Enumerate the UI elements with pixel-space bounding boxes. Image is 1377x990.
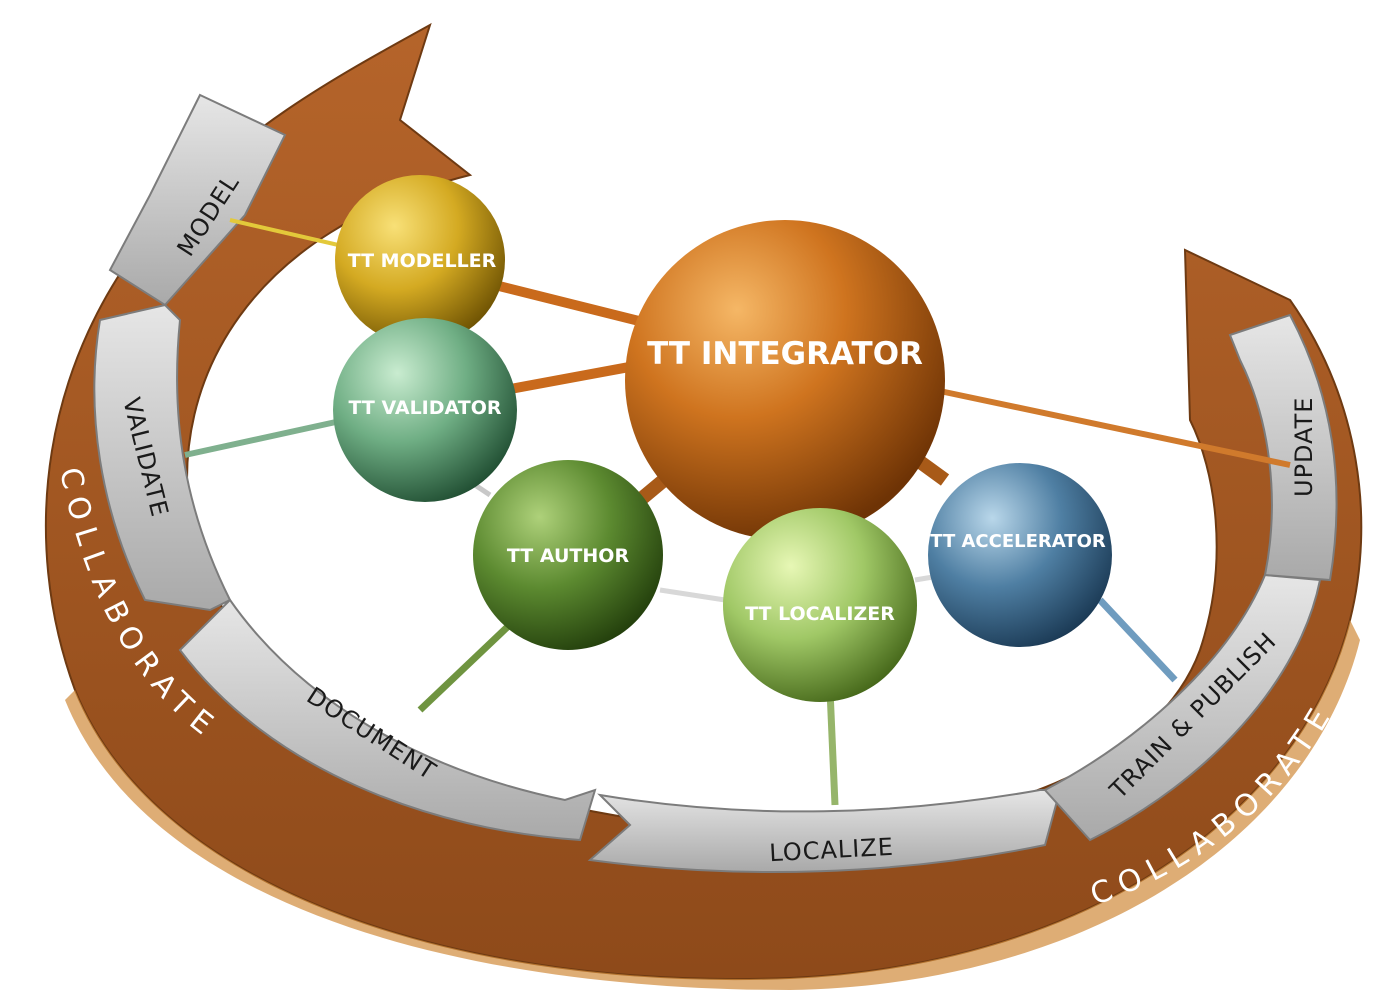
arrow-train-publish (1043, 573, 1322, 842)
arrow-validate (93, 303, 232, 612)
label-localizer: TT LOCALIZER (745, 603, 895, 625)
label-integrator: TT INTEGRATOR (647, 336, 923, 372)
arrow-track (93, 93, 1338, 873)
label-author: TT AUTHOR (507, 545, 630, 567)
sphere-author (473, 460, 663, 650)
sphere-modeller (335, 175, 505, 345)
sphere-localizer (723, 508, 917, 702)
sphere-integrator (625, 220, 945, 540)
arrow-document (178, 598, 597, 842)
node-labels: TT INTEGRATOR TT MODELLER TT VALIDATOR T… (348, 250, 1106, 625)
spheres (333, 175, 1112, 702)
sphere-validator (333, 318, 517, 502)
stage-update: UPDATE (1290, 397, 1318, 497)
arrow-update (1228, 313, 1338, 582)
sphere-accelerator (928, 463, 1112, 647)
arrow-localize (587, 789, 1062, 873)
label-modeller: TT MODELLER (348, 250, 497, 272)
label-accelerator: TT ACCELERATOR (930, 531, 1106, 552)
label-validator: TT VALIDATOR (348, 397, 501, 419)
stage-localize: LOCALIZE (769, 833, 895, 867)
